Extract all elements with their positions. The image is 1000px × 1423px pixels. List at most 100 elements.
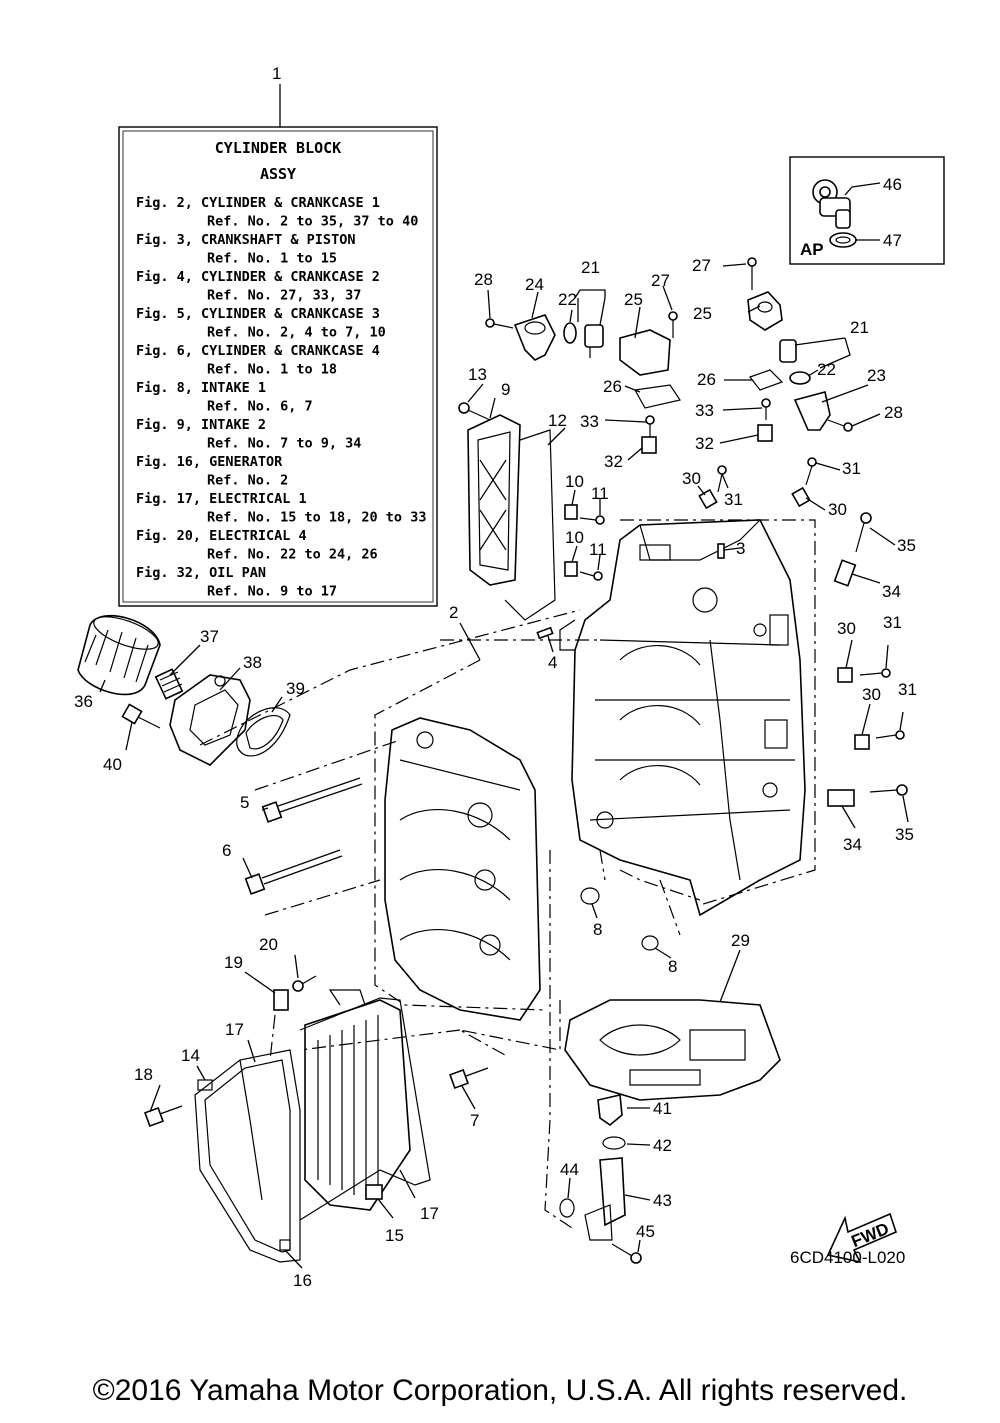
callout-32a: 32 (604, 452, 623, 471)
clamp-30a (698, 488, 718, 510)
clamp-10a (564, 504, 578, 520)
callout-10b: 10 (565, 528, 584, 547)
bolt-33a (645, 415, 655, 438)
callout-17a: 17 (225, 1020, 244, 1039)
o-ring-44 (559, 1198, 575, 1218)
callout-21a: 21 (581, 258, 600, 277)
collar-34b (827, 789, 855, 807)
bolt-11a (579, 515, 605, 525)
callout-10a: 10 (565, 472, 584, 491)
thermostat-21b (779, 339, 797, 363)
clamp-30b (791, 486, 811, 508)
o-ring-8a (580, 887, 600, 905)
bolt-31b (805, 457, 817, 486)
callout-36: 36 (74, 692, 93, 711)
assy-ref-line: Ref. No. 22 to 24, 26 (207, 547, 378, 563)
assy-fig-line: Fig. 20, ELECTRICAL 4 (136, 528, 307, 544)
thermostat-22a (563, 322, 577, 344)
sensor-15 (365, 1184, 383, 1200)
assy-lines: Fig. 2, CYLINDER & CRANKCASE 1 Ref. No. 2… (136, 195, 426, 600)
callout-19: 19 (224, 953, 243, 972)
callout-41: 41 (653, 1099, 672, 1118)
assy-fig-line: Fig. 32, OIL PAN (136, 565, 266, 581)
side-cover (304, 989, 411, 1211)
callout-8a: 8 (593, 920, 602, 939)
callout-39: 39 (286, 679, 305, 698)
callout-21b: 21 (850, 318, 869, 337)
callout-26a: 26 (603, 377, 622, 396)
assy-fig-line: Fig. 16, GENERATOR (136, 454, 283, 470)
assy-ref-line: Ref. No. 1 to 15 (207, 251, 337, 267)
bolt-31d (875, 730, 905, 740)
callout-35b: 35 (895, 825, 914, 844)
bolt-40 (121, 703, 161, 729)
callout-25b: 25 (693, 304, 712, 323)
o-ring-42 (602, 1136, 626, 1150)
callout-38: 38 (243, 653, 262, 672)
callout-26b: 26 (697, 370, 716, 389)
bolt-35b (869, 784, 908, 796)
oil-pipe-43 (584, 1157, 626, 1241)
callout-numbers: 2 3 4 5 6 7 8 8 9 10 10 11 11 12 13 14 1… (74, 256, 917, 1290)
callout-30a: 30 (682, 469, 701, 488)
assy-fig-line: Fig. 5, CYLINDER & CRANKCASE 3 (136, 306, 380, 322)
o-ring-8b (641, 935, 659, 951)
callout-15: 15 (385, 1226, 404, 1245)
callout-24: 24 (525, 275, 544, 294)
sensor-46 (812, 179, 851, 229)
clip-19 (273, 989, 289, 1011)
callout-34b: 34 (843, 835, 862, 854)
assy-ref-line: Ref. No. 15 to 18, 20 to 33 (207, 510, 426, 526)
oil-gasket-39 (236, 707, 291, 757)
bolt-35a (855, 512, 872, 553)
callout-42: 42 (653, 1136, 672, 1155)
copyright-footer: ©2016 Yamaha Motor Corporation, U.S.A. A… (92, 1374, 908, 1407)
callout-2: 2 (449, 603, 458, 622)
callout-14: 14 (181, 1046, 200, 1065)
assy-fig-line: Fig. 2, CYLINDER & CRANKCASE 1 (136, 195, 380, 211)
callout-23: 23 (867, 366, 886, 385)
assy-fig-line: Fig. 9, INTAKE 2 (136, 417, 266, 433)
assy-fig-line: Fig. 6, CYLINDER & CRANKCASE 4 (136, 343, 380, 359)
gasket-26b (749, 369, 784, 391)
callout-5: 5 (240, 793, 249, 812)
assy-fig-line: Fig. 4, CYLINDER & CRANKCASE 2 (136, 269, 380, 285)
gasket-29 (564, 999, 781, 1101)
fwd-label: FWD (849, 1219, 892, 1251)
callout-22a: 22 (558, 290, 577, 309)
callout-31c: 31 (883, 613, 902, 632)
callout-30c: 30 (837, 619, 856, 638)
bolt-33b (761, 398, 771, 420)
callout-1: 1 (272, 64, 281, 83)
bolt-27a (668, 311, 678, 338)
callout-31b: 31 (842, 459, 861, 478)
assy-fig-line: Fig. 8, INTAKE 1 (136, 380, 266, 396)
bolt-45 (611, 1243, 642, 1264)
bolt-5 (261, 777, 363, 823)
assy-box: 1 CYLINDER BLOCK ASSY Fig. 2, CYLINDER &… (118, 64, 438, 607)
pin-3 (717, 543, 725, 559)
callout-17b: 17 (420, 1204, 439, 1223)
callout-30d: 30 (862, 685, 881, 704)
dowel-16 (279, 1239, 291, 1251)
callout-11a: 11 (591, 484, 609, 503)
gasket-14 (197, 1079, 213, 1091)
bolt-27b (747, 257, 757, 290)
assy-fig-line: Fig. 17, ELECTRICAL 1 (136, 491, 307, 507)
exhaust-cover-9 (467, 414, 556, 621)
assy-ref-line: Ref. No. 2 (207, 473, 288, 489)
bolt-18 (144, 1105, 183, 1127)
callout-35a: 35 (897, 536, 916, 555)
assy-title: CYLINDER BLOCK (215, 139, 341, 157)
plug-41 (597, 1094, 623, 1127)
callout-30b: 30 (828, 500, 847, 519)
pin-4 (536, 626, 554, 640)
collar-32b (757, 424, 773, 442)
bolt-6 (244, 849, 343, 895)
ap-box: AP 46 47 (789, 156, 945, 265)
callout-16: 16 (293, 1271, 312, 1290)
bolt-28a (485, 318, 514, 329)
callout-18: 18 (134, 1065, 153, 1084)
callout-22b: 22 (817, 360, 836, 379)
callout-29: 29 (731, 931, 750, 950)
